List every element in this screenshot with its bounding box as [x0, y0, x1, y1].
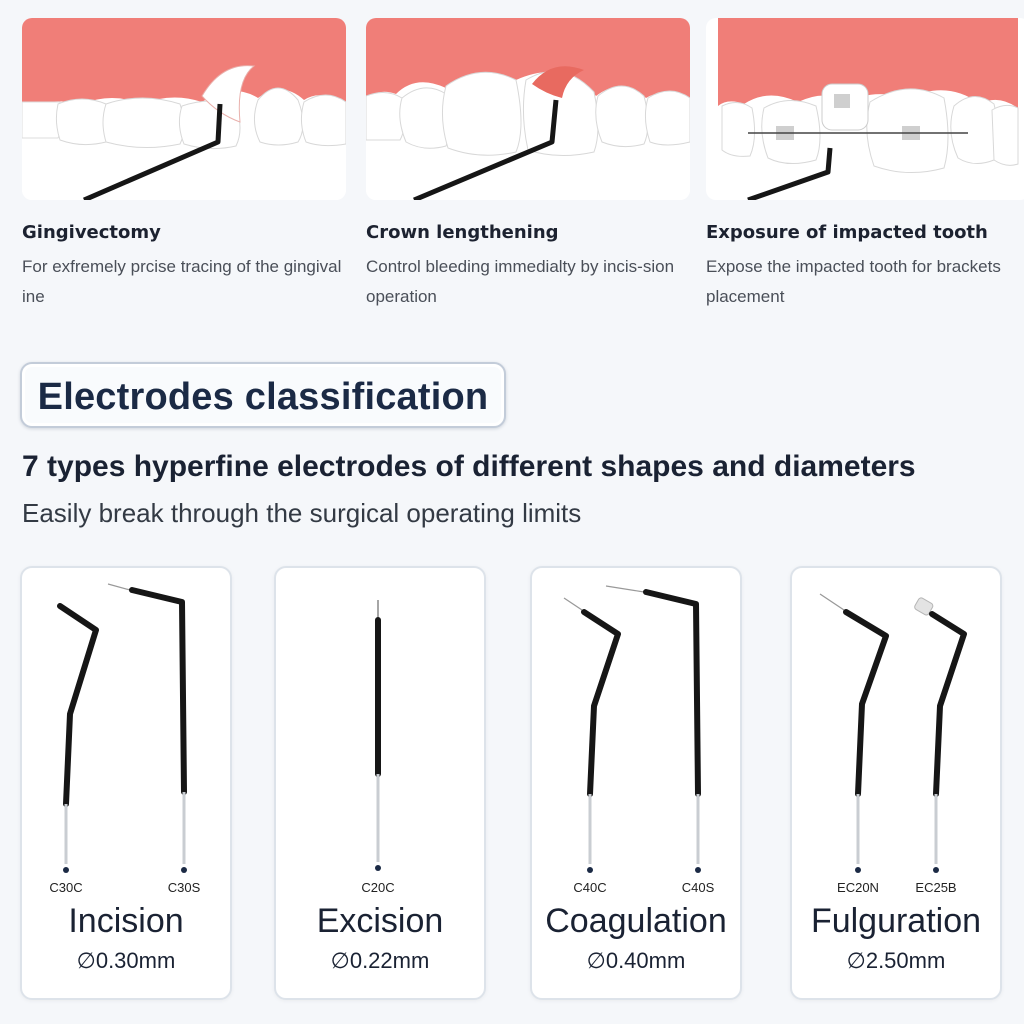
electrode-code: EC25B	[915, 880, 957, 895]
crown-lengthening-description: Control bleeding immedialty by incis-sio…	[366, 257, 675, 306]
electrode-code: C30S	[167, 880, 201, 895]
electrode-c40s-icon	[605, 585, 701, 873]
section-header-box: Electrodes classification	[20, 362, 506, 428]
electrode-ec20n-icon	[819, 593, 889, 873]
impacted-tooth-description: Expose the impacted tooth for brackets p…	[706, 257, 1001, 306]
electrode-card-fulguration: EC20N EC25B Fulguration ∅2.50mm	[790, 566, 1002, 1000]
section-title: Electrodes classification	[37, 376, 489, 418]
gingivectomy-illustration	[22, 18, 346, 200]
card-title-fulguration: Fulguration	[810, 902, 982, 940]
electrode-c20c-icon	[375, 600, 381, 871]
gingivectomy-title: Gingivectomy	[22, 222, 161, 243]
electrode-c30s-icon	[107, 583, 187, 873]
card-diameter-coagulation: ∅0.40mm	[586, 948, 686, 973]
electrode-code: EC20N	[837, 880, 879, 895]
card-diameter-incision: ∅0.30mm	[76, 948, 176, 973]
gingivectomy-description: For exfremely prcise tracing of the ging…	[22, 257, 342, 306]
subheadline: Easily break through the surgical operat…	[22, 498, 582, 528]
card-title-coagulation: Coagulation	[545, 902, 727, 940]
electrode-code: C40C	[573, 880, 607, 895]
crown-lengthening-illustration	[366, 18, 690, 200]
electrode-code: C30C	[49, 880, 83, 895]
electrode-c40c-icon	[563, 597, 621, 873]
electrode-card-coagulation: C40C C40S Coagulation ∅0.40mm	[530, 566, 742, 1000]
crown-lengthening-title: Crown lengthening	[366, 222, 559, 243]
electrode-card-excision: C20C Excision ∅0.22mm	[274, 566, 486, 1000]
card-title-incision: Incision	[68, 902, 184, 940]
impacted-tooth-illustration	[706, 18, 1024, 200]
headline: 7 types hyperfine electrodes of differen…	[22, 450, 916, 483]
card-title-excision: Excision	[316, 902, 444, 940]
card-diameter-excision: ∅0.22mm	[330, 948, 430, 973]
card-diameter-fulguration: ∅2.50mm	[846, 948, 946, 973]
electrode-code: C20C	[361, 880, 395, 895]
electrode-code: C40S	[681, 880, 715, 895]
electrode-ec25b-icon	[914, 597, 967, 873]
electrode-c30c-icon	[57, 603, 99, 873]
electrode-card-incision: C30C C30S Incision ∅0.30mm	[20, 566, 232, 1000]
impacted-tooth-title: Exposure of impacted tooth	[706, 222, 988, 243]
